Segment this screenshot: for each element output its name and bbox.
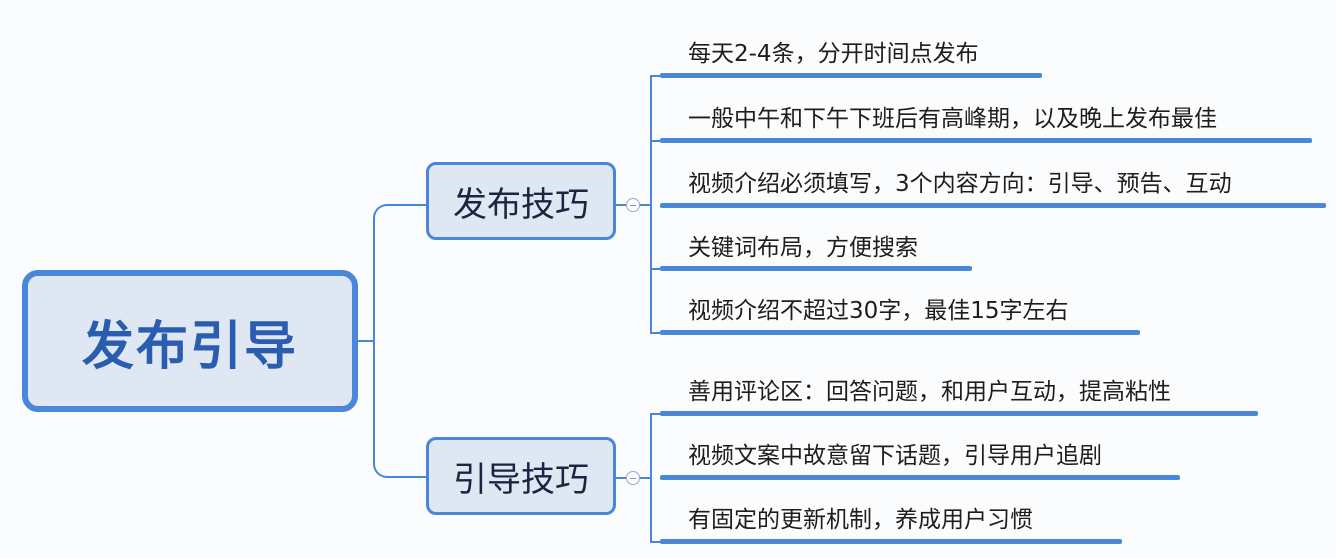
leaf-item[interactable]: 一般中午和下午下班后有高峰期，以及晚上发布最佳 [688, 106, 1217, 132]
collapse-icon[interactable] [626, 198, 640, 212]
trunk-line [373, 232, 375, 450]
branch-node-publish-tips[interactable]: 发布技巧 [426, 162, 616, 240]
branch-connector [616, 204, 626, 206]
branch-label: 发布技巧 [453, 184, 589, 225]
leaf-underline [660, 138, 1312, 143]
leaf-item[interactable]: 关键词布局，方便搜索 [688, 235, 918, 261]
leaf-item[interactable]: 善用评论区：回答问题，和用户互动，提高粘性 [688, 379, 1171, 405]
leaf-bracket [650, 75, 652, 334]
branch-node-guide-tips[interactable]: 引导技巧 [426, 437, 616, 515]
root-node[interactable]: 发布引导 [22, 270, 358, 412]
leaf-connector [650, 541, 662, 543]
leaf-underline [660, 411, 1258, 416]
root-label: 发布引导 [81, 316, 298, 377]
leaf-underline [660, 73, 1042, 78]
leaf-underline [660, 475, 1180, 480]
leaf-bracket [650, 413, 652, 543]
leaf-item[interactable]: 视频介绍不超过30字，最佳15字左右 [688, 298, 1069, 324]
trunk-curve-top [373, 204, 428, 234]
leaf-item[interactable]: 视频文案中故意留下话题，引导用户追剧 [688, 443, 1102, 469]
leaf-underline [660, 330, 1140, 335]
branch-label: 引导技巧 [453, 459, 589, 500]
leaf-connector [650, 268, 662, 270]
leaf-underline [660, 539, 1122, 544]
collapse-icon[interactable] [626, 471, 640, 485]
branch-connector [616, 477, 626, 479]
leaf-underline [660, 266, 972, 271]
leaf-connector [650, 413, 662, 415]
leaf-connector [650, 140, 662, 142]
leaf-connector [650, 332, 662, 334]
leaf-connector [650, 75, 662, 77]
leaf-item[interactable]: 视频介绍必须填写，3个内容方向：引导、预告、互动 [688, 171, 1232, 197]
branch-connector [640, 204, 652, 206]
branch-connector [640, 477, 652, 479]
root-connector [358, 340, 375, 342]
trunk-curve-bottom [373, 448, 428, 478]
leaf-underline [660, 203, 1326, 208]
leaf-item[interactable]: 有固定的更新机制，养成用户习惯 [688, 507, 1033, 533]
leaf-item[interactable]: 每天2-4条，分开时间点发布 [688, 41, 979, 67]
